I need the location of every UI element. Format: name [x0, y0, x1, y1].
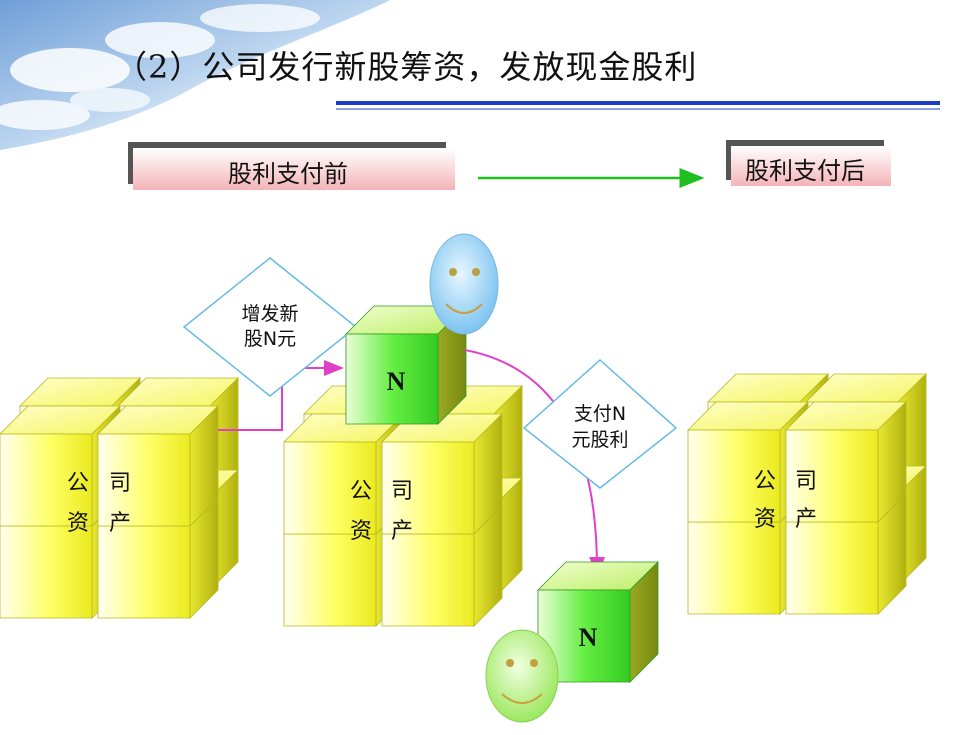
assets-after-char-4: 产: [795, 507, 817, 532]
assets-before-char-4: 产: [109, 511, 131, 536]
assets-stack-after: [687, 373, 927, 615]
pay-note-line1: 支付N: [574, 403, 626, 425]
cube-block: [0, 405, 121, 527]
before-label-box: [128, 142, 455, 190]
issue-shares-arrow: [218, 360, 344, 431]
after-label-box: [726, 140, 891, 186]
cube-front-face: [381, 533, 475, 627]
assets-after-char-2: 司: [795, 469, 817, 494]
assets-before-char-3: 资: [67, 511, 89, 536]
cube-front-face: [283, 441, 377, 535]
dividend-cube-label: N: [579, 623, 598, 652]
new-shares-cube-label: N: [387, 367, 406, 396]
sky-clouds-decoration: [0, 0, 390, 150]
cube-front-face: [381, 441, 475, 535]
assets-before-char-1: 公: [67, 471, 89, 496]
shareholder-face-green-icon: [485, 629, 559, 723]
assets-middle-char-2: 司: [391, 479, 413, 504]
cube-front-face: [0, 525, 93, 619]
assets-after-char-1: 公: [754, 469, 776, 494]
cube-front-face: [97, 433, 191, 527]
cube-front-face: [785, 521, 879, 615]
cube-block: [785, 401, 907, 523]
pay-note-diamond: [522, 358, 678, 489]
issue-note-line1: 增发新: [241, 303, 298, 325]
cube-block: [97, 405, 219, 527]
assets-after-char-3: 资: [754, 507, 776, 532]
issue-note-diamond: [182, 257, 358, 397]
cube-front-face: [687, 429, 781, 523]
assets-middle-char-3: 资: [350, 519, 372, 544]
shareholder-face-blue-icon: [429, 233, 499, 335]
cube-front-face: [687, 521, 781, 615]
before-label: 股利支付前: [228, 160, 348, 188]
cube-front-face: [345, 333, 439, 425]
assets-stack-middle: [283, 385, 523, 627]
cube-block: [537, 561, 659, 683]
pay-note-line2: 元股利: [571, 429, 628, 451]
cube-front-face: [283, 533, 377, 627]
slide-title: （2）公司发行新股筹资，发放现金股利: [115, 48, 698, 86]
issue-note-line2: 股N元: [244, 328, 296, 350]
assets-middle-char-4: 产: [391, 519, 413, 544]
after-label: 股利支付后: [745, 157, 865, 185]
cube-front-face: [0, 433, 93, 527]
cube-block: [381, 413, 503, 535]
cube-front-face: [97, 525, 191, 619]
assets-middle-char-1: 公: [350, 479, 372, 504]
assets-before-char-2: 司: [109, 471, 131, 496]
dividend-cube: [537, 561, 659, 683]
cube-front-face: [785, 429, 879, 523]
assets-stack-before: [0, 377, 239, 619]
